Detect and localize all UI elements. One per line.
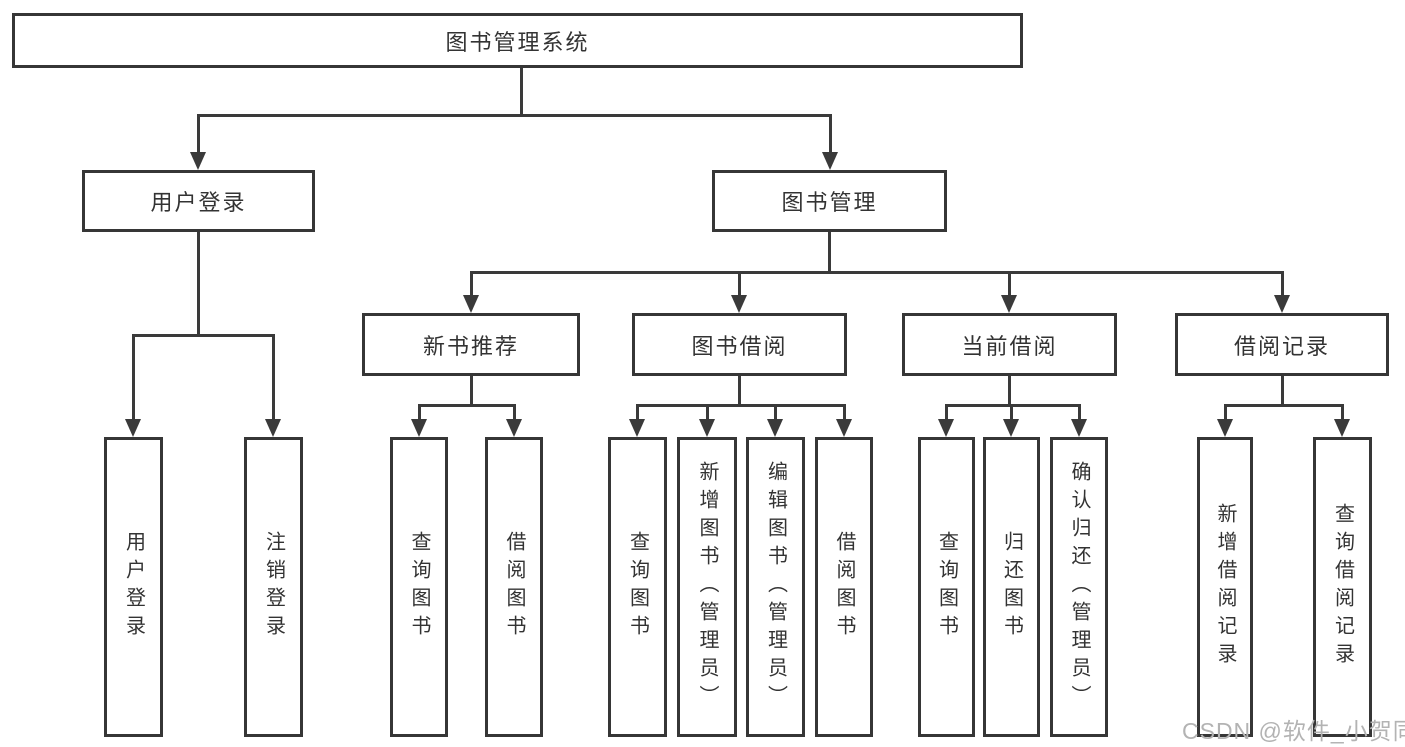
leaf-return-books: 归还图书 [983,437,1040,737]
leaf-borrow-books: 借阅图书 [815,437,873,737]
node-label: 新增借阅记录 [1214,503,1236,671]
leaf-add-books-admin: 新增图书（管理员） [677,437,737,737]
node-label: 确认归还（管理员） [1068,461,1090,713]
node-borrowing-records: 借阅记录 [1175,313,1389,376]
arrowhead-icon [125,419,141,437]
connector-line [1281,271,1284,297]
node-label: 查询图书 [626,531,649,643]
connector-line [1078,404,1081,421]
leaf-user-login: 用户登录 [104,437,163,737]
leaf-query-books-recommend: 查询图书 [390,437,448,737]
connector-line [470,271,1284,274]
arrowhead-icon [265,419,281,437]
node-label: 借阅图书 [833,531,855,643]
node-label: 新增图书（管理员） [696,461,718,713]
connector-line [1224,404,1227,421]
connector-line [470,376,473,406]
leaf-logout: 注销登录 [244,437,303,737]
node-library-system: 图书管理系统 [12,13,1023,68]
arrowhead-icon [1274,295,1290,313]
node-label: 借阅记录 [1233,333,1330,359]
node-label: 图书管理 [781,190,878,215]
node-label: 归还图书 [1000,531,1023,643]
connector-line [945,404,948,421]
arrowhead-icon [699,419,715,437]
connector-line [197,114,200,156]
connector-line [470,271,473,297]
csdn-watermark: CSDN @软件_小贺同学 [1182,718,1405,744]
node-label: 查询图书 [408,531,430,643]
node-user-login: 用户登录 [82,170,315,232]
connector-line [197,232,200,337]
connector-line [1341,404,1344,421]
node-label: 注销登录 [262,531,285,643]
connector-line [706,404,709,421]
leaf-borrow-books-recommend: 借阅图书 [485,437,543,737]
connector-line [1281,376,1284,406]
connector-line [132,334,135,421]
connector-line [132,334,275,337]
connector-line [1008,271,1011,297]
arrowhead-icon [938,419,954,437]
arrowhead-icon [767,419,783,437]
connector-line [418,404,421,421]
arrowhead-icon [822,152,838,170]
node-label: 用户登录 [150,190,247,215]
connector-line [774,404,777,421]
node-label: 查询图书 [935,531,958,643]
arrowhead-icon [1003,419,1019,437]
node-book-management: 图书管理 [712,170,947,232]
leaf-edit-books-admin: 编辑图书（管理员） [746,437,805,737]
arrowhead-icon [506,419,522,437]
node-label: 当前借阅 [961,333,1058,359]
connector-line [636,404,846,407]
connector-line [1010,404,1013,421]
arrowhead-icon [411,419,427,437]
leaf-add-borrow-record: 新增借阅记录 [1197,437,1253,737]
leaf-query-books-current: 查询图书 [918,437,975,737]
arrowhead-icon [1001,295,1017,313]
node-label: 图书借阅 [691,333,788,359]
connector-line [513,404,516,421]
node-book-borrowing: 图书借阅 [632,313,847,376]
arrowhead-icon [1071,419,1087,437]
arrowhead-icon [190,152,206,170]
node-label: 新书推荐 [422,333,519,359]
node-label: 借阅图书 [503,531,525,643]
connector-line [829,114,832,156]
node-label: 图书管理系统 [445,29,590,55]
arrowhead-icon [1334,419,1350,437]
connector-line [945,404,1081,407]
leaf-query-borrow-record: 查询借阅记录 [1313,437,1372,737]
arrowhead-icon [463,295,479,313]
node-current-borrowing: 当前借阅 [902,313,1117,376]
node-label: 查询借阅记录 [1331,503,1354,671]
arrowhead-icon [1217,419,1233,437]
connector-line [197,114,832,117]
connector-line [843,404,846,421]
connector-line [418,404,516,407]
connector-line [1008,376,1011,406]
connector-line [1224,404,1344,407]
connector-line [272,334,275,421]
connector-line [520,68,523,117]
arrowhead-icon [629,419,645,437]
connector-line [738,271,741,297]
node-label: 编辑图书（管理员） [764,461,787,713]
node-new-book-recommendation: 新书推荐 [362,313,580,376]
leaf-query-books-borrowing: 查询图书 [608,437,667,737]
connector-line [738,376,741,406]
arrowhead-icon [731,295,747,313]
leaf-confirm-return-admin: 确认归还（管理员） [1050,437,1108,737]
connector-line [636,404,639,421]
node-label: 用户登录 [122,531,145,643]
arrowhead-icon [836,419,852,437]
connector-line [828,232,831,273]
